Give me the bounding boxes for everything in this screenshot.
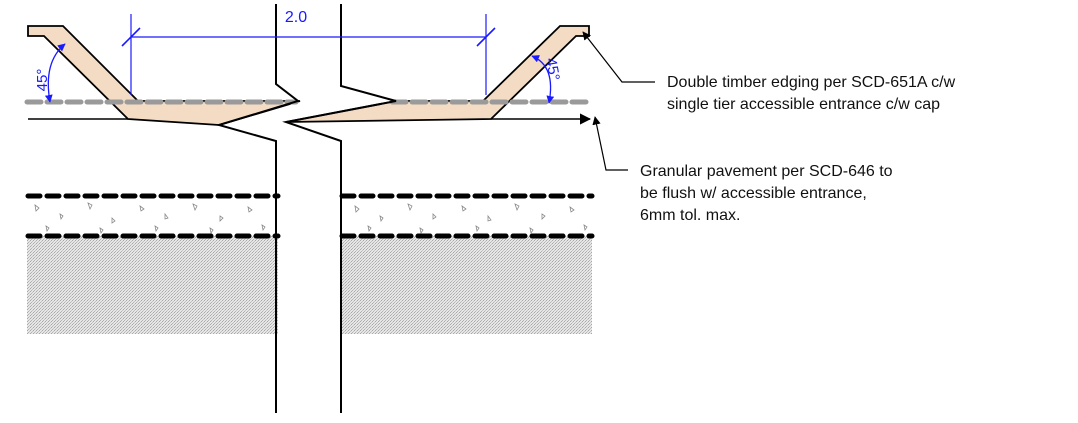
angle-annotation-right: 45° bbox=[531, 55, 563, 104]
callout-leaders bbox=[582, 31, 655, 171]
subgrade-section bbox=[27, 236, 592, 334]
pavement-callout-line-2: be flush w/ accessible entrance, bbox=[640, 185, 867, 202]
subgrade-left bbox=[27, 236, 278, 334]
subgrade-right bbox=[341, 236, 592, 334]
angle-label-left: 45° bbox=[34, 69, 51, 92]
section-break-lines bbox=[215, 4, 397, 413]
pavement-callout: Granular pavement per SCD-646 to be flus… bbox=[640, 163, 893, 224]
edging-callout-line-1: Double timber edging per SCD-651A c/w bbox=[667, 74, 956, 91]
granular-aggregate-texture bbox=[34, 202, 588, 235]
timber-edging-left bbox=[27, 25, 301, 126]
angle-label-right: 45° bbox=[542, 57, 563, 82]
angle-annotation-left: 45° bbox=[34, 43, 66, 103]
timber-edging-right bbox=[285, 25, 590, 123]
pavement-layer-boundaries bbox=[25, 193, 595, 239]
dimension-label: 2.0 bbox=[285, 9, 307, 26]
break-line-right bbox=[282, 4, 397, 413]
edging-callout: Double timber edging per SCD-651A c/w si… bbox=[667, 74, 956, 113]
break-line-left bbox=[215, 4, 301, 413]
pavement-callout-line-1: Granular pavement per SCD-646 to bbox=[640, 163, 893, 180]
edging-callout-line-2: single tier accessible entrance c/w cap bbox=[667, 96, 940, 113]
timber-edging bbox=[27, 25, 590, 126]
edging-leader bbox=[582, 31, 655, 83]
pavement-callout-line-3: 6mm tol. max. bbox=[640, 207, 740, 224]
width-dimension: 2.0 bbox=[121, 9, 496, 95]
pavement-leader bbox=[592, 116, 628, 171]
